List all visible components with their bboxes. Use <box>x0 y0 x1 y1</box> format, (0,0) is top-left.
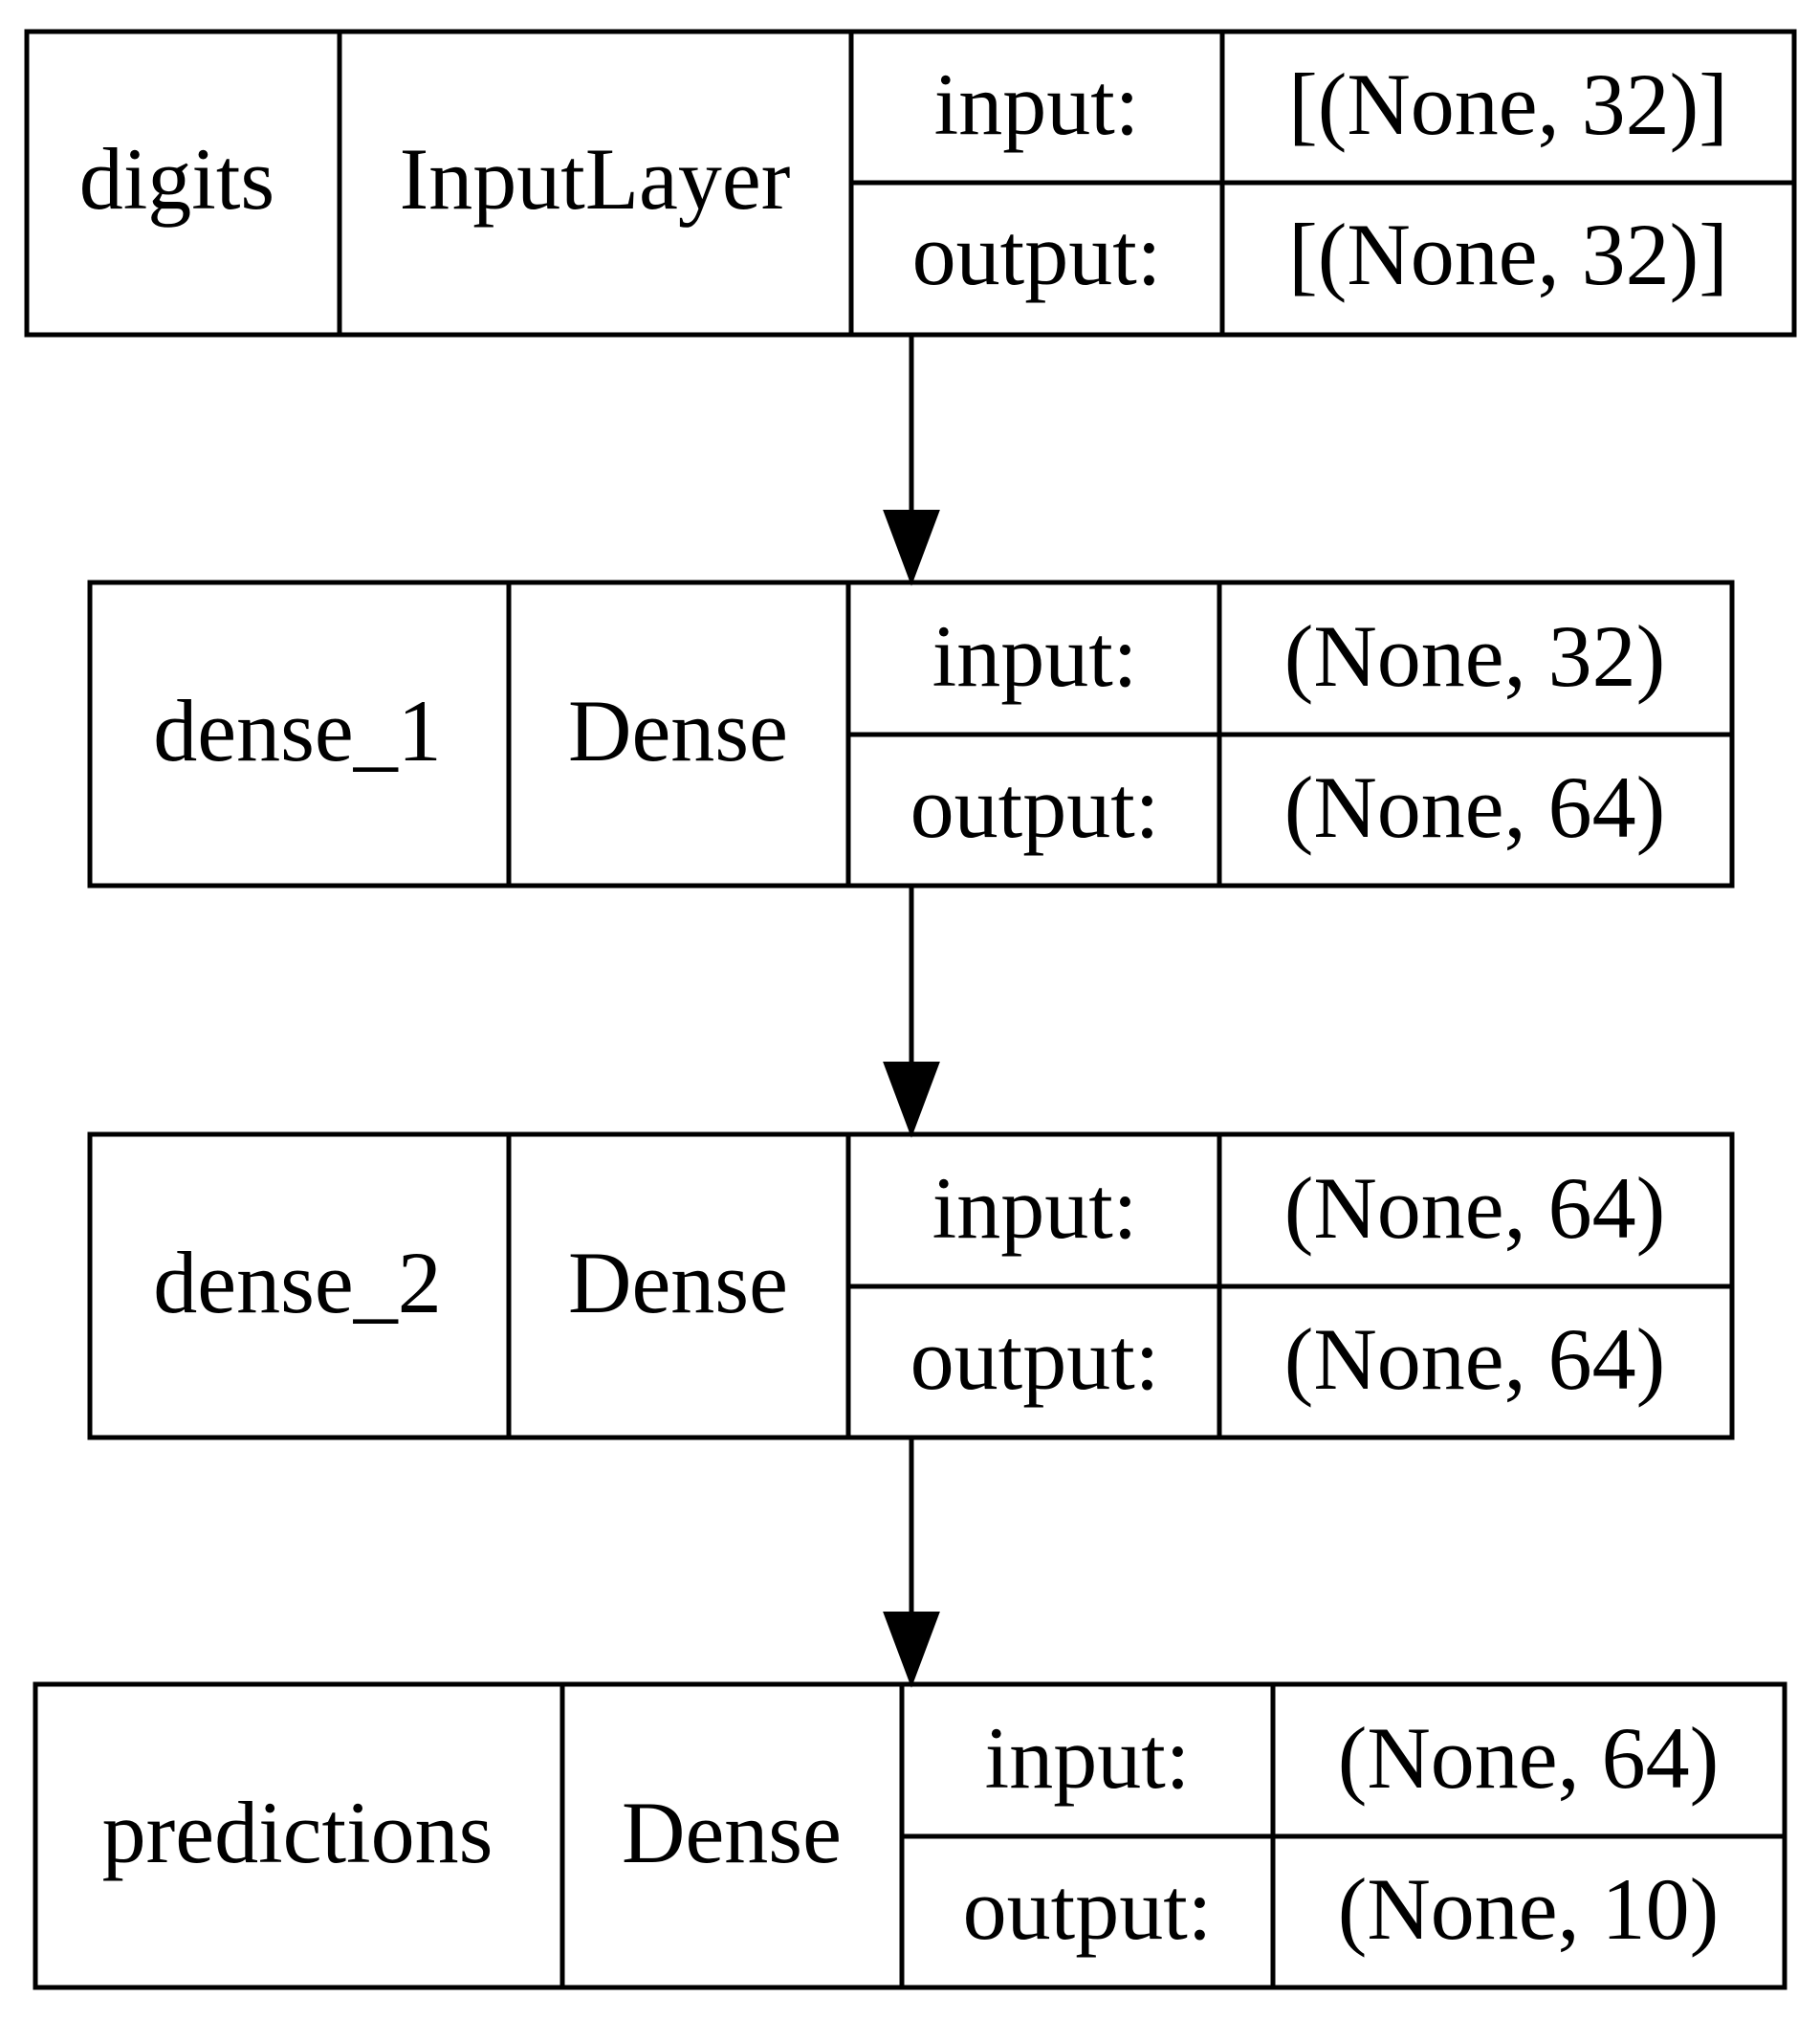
layer-node-digits: digits InputLayer input: [(None, 32)] ou… <box>24 29 1797 338</box>
layer-node-dense-2: dense_2 Dense input: (None, 64) output: … <box>87 1131 1735 1440</box>
output-label: output: <box>910 758 1160 856</box>
input-label: input: <box>932 607 1138 705</box>
layer-type: Dense <box>568 1234 788 1331</box>
edge-dense-1-to-dense-2 <box>883 886 940 1138</box>
input-label: input: <box>932 1159 1138 1257</box>
input-label: input: <box>934 55 1140 153</box>
layer-type: InputLayer <box>400 130 791 228</box>
edge-dense-2-to-predictions <box>883 1437 940 1688</box>
input-shape: (None, 32) <box>1284 607 1666 705</box>
output-label: output: <box>910 1310 1160 1408</box>
layer-name: digits <box>79 130 274 228</box>
layer-name: dense_1 <box>153 682 441 779</box>
input-label: input: <box>985 1709 1191 1807</box>
output-shape: (None, 10) <box>1338 1860 1720 1958</box>
layer-type: Dense <box>622 1784 842 1881</box>
input-shape: [(None, 32)] <box>1288 55 1728 153</box>
output-shape: [(None, 32)] <box>1288 206 1728 303</box>
output-label: output: <box>963 1860 1213 1958</box>
output-label: output: <box>912 206 1162 303</box>
layer-node-predictions: predictions Dense input: (None, 64) outp… <box>33 1681 1787 1990</box>
edge-digits-to-dense-1 <box>883 335 940 586</box>
layer-name: predictions <box>102 1784 493 1881</box>
input-shape: (None, 64) <box>1284 1159 1666 1257</box>
input-shape: (None, 64) <box>1338 1709 1720 1807</box>
layer-node-dense-1: dense_1 Dense input: (None, 32) output: … <box>87 580 1735 889</box>
output-shape: (None, 64) <box>1284 758 1666 856</box>
layer-type: Dense <box>568 682 788 779</box>
output-shape: (None, 64) <box>1284 1310 1666 1408</box>
layer-name: dense_2 <box>153 1234 441 1331</box>
